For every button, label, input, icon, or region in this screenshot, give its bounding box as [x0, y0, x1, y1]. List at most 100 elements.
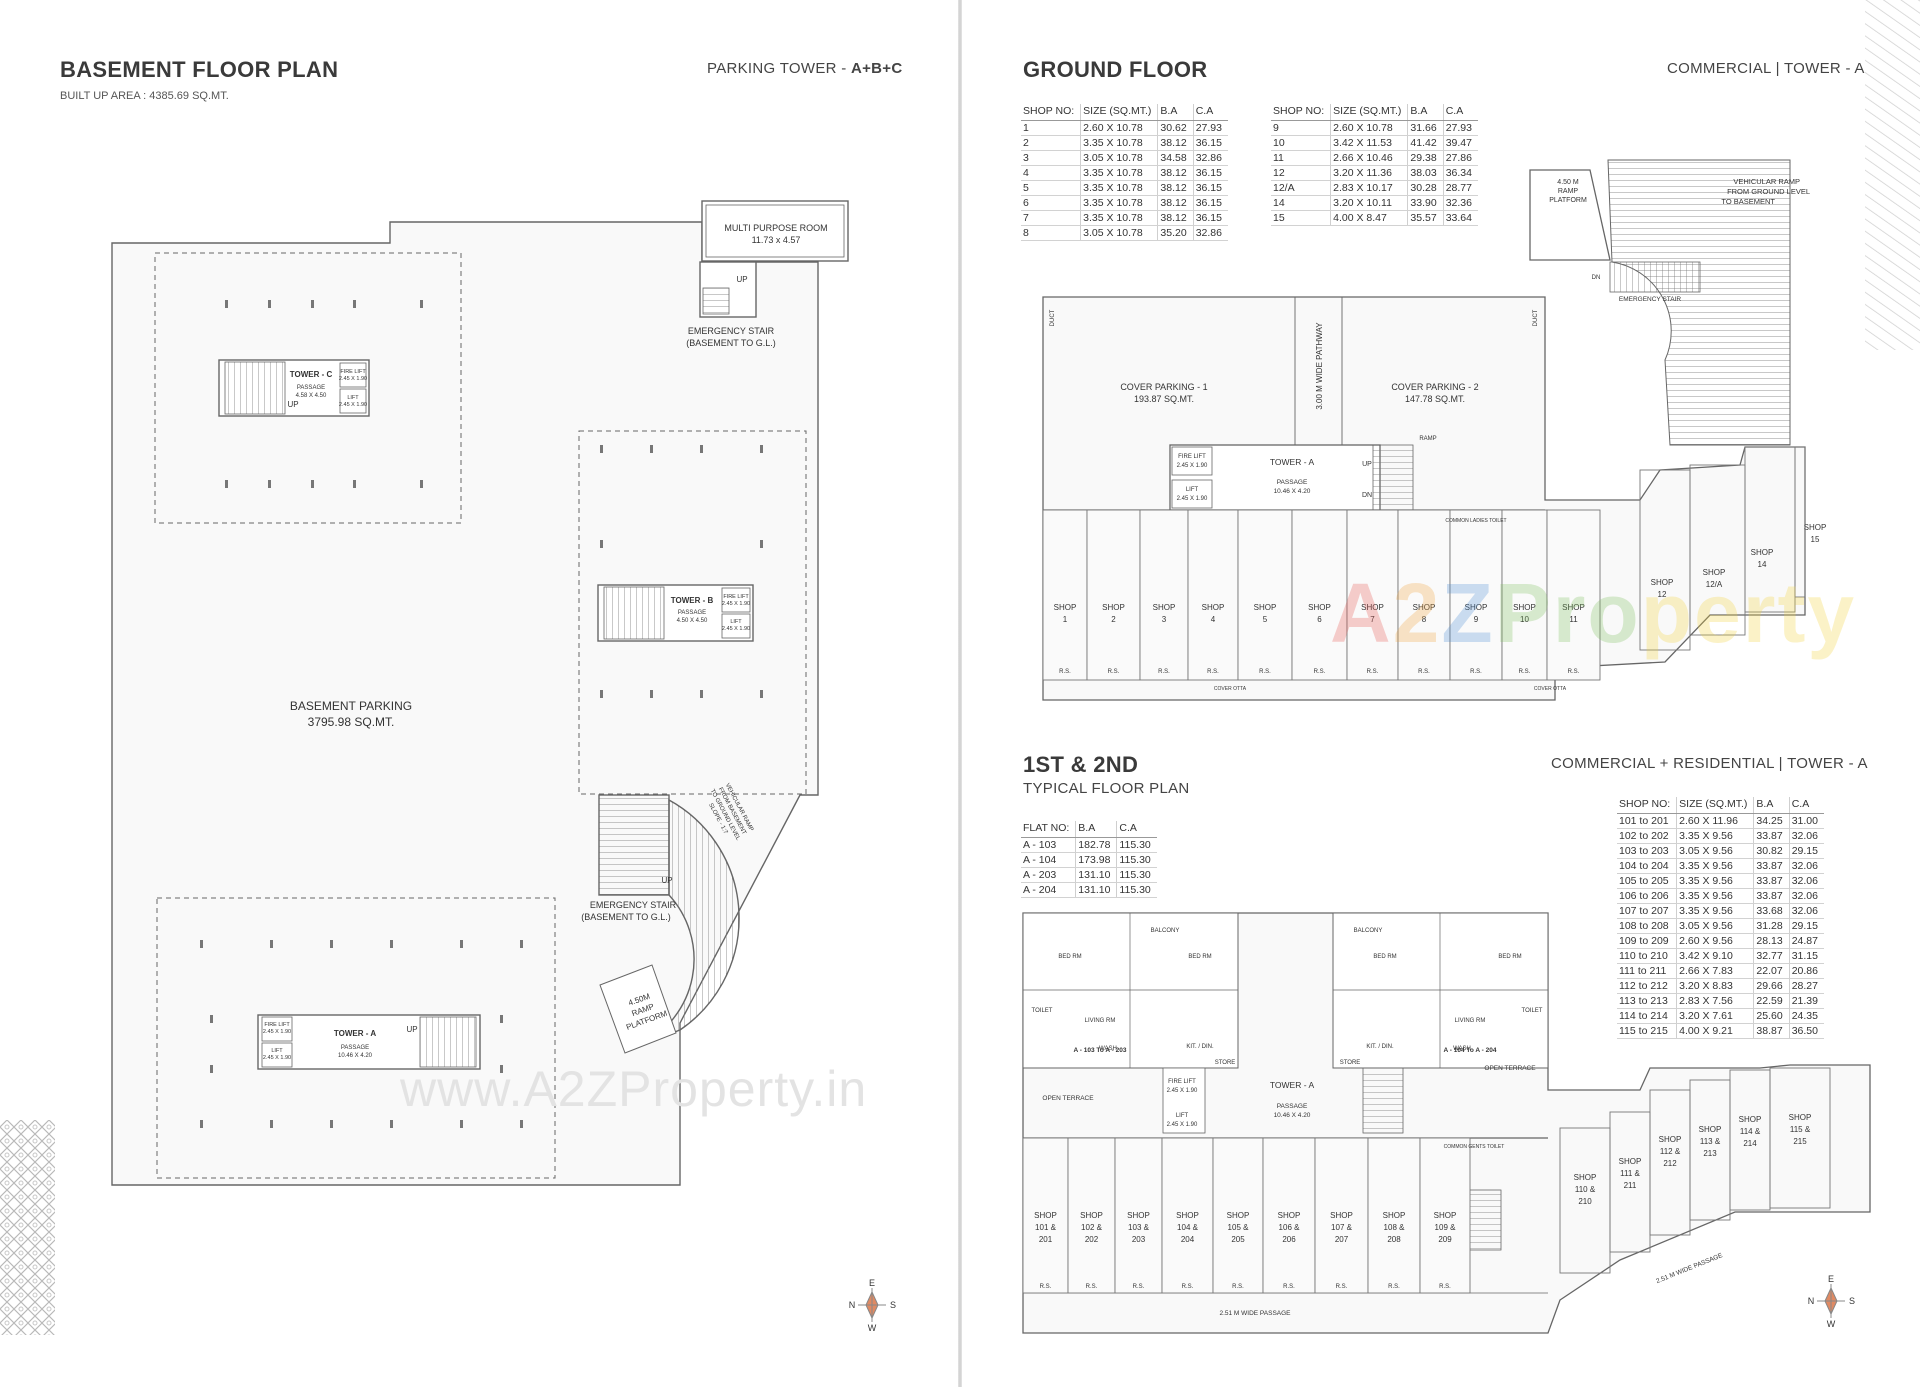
- column: [500, 1065, 503, 1073]
- table-cell: 22.07: [1753, 963, 1790, 979]
- table-cell: 2.83 X 10.17: [1330, 180, 1408, 196]
- emergency-stair-sub: (BASEMENT TO G.L.): [686, 338, 776, 348]
- column: [500, 1015, 503, 1023]
- passage-size: 10.46 X 4.20: [1274, 488, 1311, 495]
- cover-otta-label: COVER OTTA: [1214, 686, 1247, 692]
- rs-label: R.S.: [1439, 1284, 1451, 1290]
- watermark: www.A2ZProperty.in: [400, 1061, 868, 1117]
- table-cell: 3.35 X 9.56: [1676, 828, 1754, 844]
- ground-floor-tag: COMMERCIAL | TOWER - A: [1667, 60, 1865, 77]
- table-cell: 32.86: [1192, 150, 1228, 166]
- table-cell: 36.15: [1192, 195, 1228, 211]
- page-spine: [958, 0, 962, 1387]
- column: [390, 1120, 393, 1128]
- table-cell: 33.68: [1753, 903, 1790, 919]
- table-cell: 21.39: [1788, 993, 1824, 1009]
- shop-label: SHOP: [1619, 1157, 1642, 1166]
- shop-unit: [1449, 509, 1503, 681]
- table-cell: 30.82: [1753, 843, 1790, 859]
- table-cell: 105 to 205: [1617, 873, 1677, 889]
- rs-label: R.S.: [1040, 1284, 1052, 1290]
- table-cell: 106 to 206: [1617, 888, 1677, 904]
- passage-label: PASSAGE: [678, 610, 706, 616]
- typical-shop-table: SHOP NO: SIZE (SQ.MT.) B.A C.A 101 to 20…: [1617, 797, 1824, 1039]
- table-cell: 20.86: [1788, 963, 1824, 979]
- column: [210, 1015, 213, 1023]
- flat-b-label: A - 104 To A - 204: [1444, 1047, 1497, 1054]
- table-cell: 111 to 211: [1617, 963, 1677, 979]
- rs-label: R.S.: [1108, 669, 1120, 675]
- column: [600, 540, 603, 548]
- shop-label: SHOP: [1153, 603, 1176, 612]
- shop-unit: [1212, 1137, 1264, 1294]
- lift-label: LIFT: [271, 1048, 283, 1054]
- open-terrace-label: OPEN TERRACE: [1484, 1065, 1536, 1072]
- lift-label: LIFT: [1176, 1113, 1189, 1119]
- shop-label: SHOP: [1562, 603, 1585, 612]
- shop-number: 110 &: [1575, 1185, 1596, 1194]
- built-up-area: BUILT UP AREA : 4385.69 SQ.MT.: [60, 90, 229, 102]
- rs-label: R.S.: [1388, 1284, 1400, 1290]
- column: [420, 480, 423, 488]
- table-header: B.A: [1075, 821, 1117, 838]
- table-cell: 36.15: [1192, 165, 1228, 181]
- ramp-platform-line: 4.50 M: [1557, 179, 1579, 186]
- column: [520, 1120, 523, 1128]
- shop-label: SHOP: [1227, 1211, 1250, 1220]
- lift-label: LIFT: [730, 619, 742, 625]
- column: [460, 940, 463, 948]
- table-cell: 115 to 215: [1617, 1023, 1677, 1039]
- column: [225, 480, 228, 488]
- common-toilet-label: COMMON GENTS TOILET: [1444, 1144, 1505, 1150]
- shop-unit: [1187, 509, 1239, 681]
- table-cell: 24.35: [1788, 1008, 1824, 1024]
- shop-unit: [1769, 1067, 1831, 1209]
- table-cell: 102 to 202: [1617, 828, 1677, 844]
- basement-title: BASEMENT FLOOR PLAN: [60, 57, 339, 82]
- shop-number: 214: [1743, 1139, 1757, 1148]
- emergency-stair-label: EMERGENCY STAIR: [1619, 296, 1682, 303]
- shop-label: SHOP: [1739, 1115, 1762, 1124]
- shop-number: 207: [1335, 1235, 1349, 1244]
- table-cell: 33.64: [1442, 210, 1478, 226]
- typical-floor-plan: [1022, 912, 1871, 1334]
- tower-a-label: TOWER - A: [334, 1029, 376, 1038]
- table-cell: 4.00 X 8.47: [1330, 210, 1408, 226]
- multi-purpose-room-size: 11.73 x 4.57: [752, 235, 801, 245]
- bed-room-label: BED RM: [1188, 954, 1211, 960]
- table-header: FLAT NO:: [1021, 821, 1076, 838]
- column: [311, 300, 314, 308]
- shop-number: 114 &: [1740, 1127, 1761, 1136]
- compass-e: E: [869, 1278, 875, 1288]
- lattice-ornament: [0, 1120, 55, 1335]
- column: [760, 540, 763, 548]
- table-cell: 4.00 X 9.21: [1676, 1023, 1754, 1039]
- table-header: SIZE (SQ.MT.): [1676, 797, 1754, 814]
- rs-label: R.S.: [1059, 669, 1071, 675]
- shop-number: 113 &: [1700, 1137, 1721, 1146]
- table-cell: 33.87: [1753, 828, 1790, 844]
- rs-label: R.S.: [1519, 669, 1531, 675]
- shop-number: 201: [1039, 1235, 1053, 1244]
- colored-watermark: A2ZProperty: [1330, 566, 1857, 660]
- shop-number: 101 &: [1035, 1223, 1057, 1232]
- compass-n: N: [1808, 1296, 1815, 1306]
- column: [353, 300, 356, 308]
- shop-number: 2: [1111, 615, 1116, 624]
- shop-number: 10: [1520, 615, 1529, 624]
- passage-label: PASSAGE: [297, 385, 325, 391]
- shop-label: SHOP: [1699, 1125, 1722, 1134]
- fire-lift-size: 2.45 X 1.90: [339, 376, 367, 382]
- multi-purpose-room-label: MULTI PURPOSE ROOM: [724, 223, 827, 233]
- table-cell: 107 to 207: [1617, 903, 1677, 919]
- ground-floor-shops: SHOP1R.S.SHOP2R.S.SHOP3R.S.SHOP4R.S.SHOP…: [1042, 446, 1826, 681]
- passage-label: PASSAGE: [341, 1045, 369, 1051]
